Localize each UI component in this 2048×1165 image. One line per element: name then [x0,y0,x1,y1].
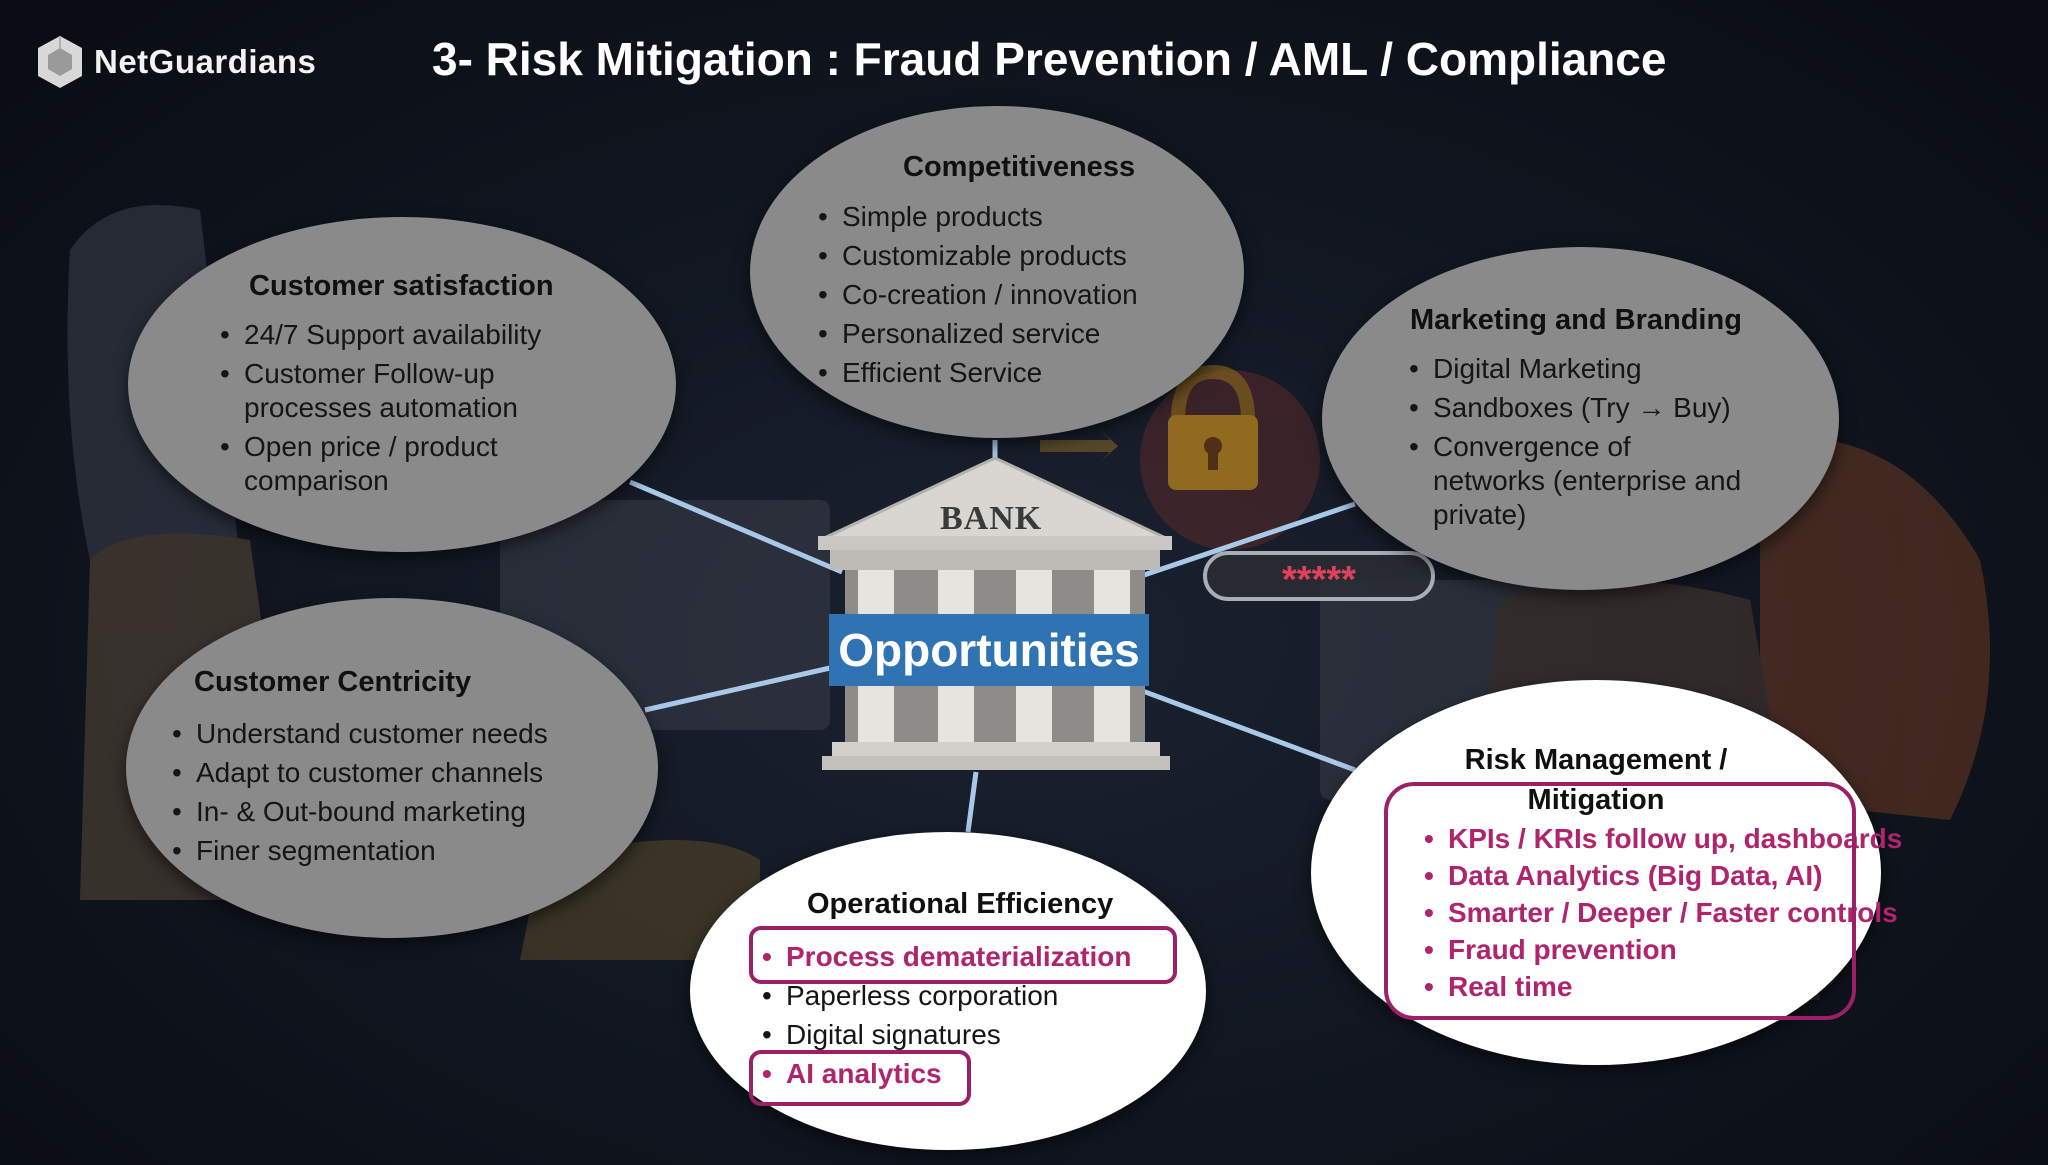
list-item: Understand customer needs [172,714,548,753]
highlight-box-ai-analytics [749,1050,971,1106]
list-customer-centricity: Understand customer needs Adapt to custo… [172,714,548,870]
list-item: Smarter / Deeper / Faster controls [1424,894,1902,931]
list-item: AI analytics [762,1054,1131,1093]
list-competitiveness: Simple products Customizable products Co… [818,197,1138,392]
bank-label: BANK [940,500,1043,537]
list-item: Real time [1424,968,1902,1005]
list-item: Data Analytics (Big Data, AI) [1424,857,1902,894]
connectors [629,440,1356,833]
list-item: Customer Follow-up processes automation [220,357,580,425]
list-item: Process dematerialization [762,937,1131,976]
list-item: Customizable products [818,236,1138,275]
highlight-box-risk [1384,782,1856,1020]
list-item: Fraud prevention [1424,931,1902,968]
padlock-icon [1168,364,1258,490]
list-item: Open price / product comparison [220,430,580,498]
list-item: In- & Out-bound marketing [172,792,548,831]
list-item: Convergence of networks (enterprise and … [1409,430,1749,532]
bubble-title-risk: Risk Management / Mitigation [1464,744,1728,816]
list-operational: Process dematerialization Paperless corp… [762,937,1131,1093]
password-field: ***** [1203,551,1435,601]
list-item: Sandboxes (Try → Buy) [1409,391,1749,425]
list-risk: KPIs / KRIs follow up, dashboards Data A… [1424,820,1902,1005]
bubble-title-competitiveness: Competitiveness [903,151,1136,183]
list-item: KPIs / KRIs follow up, dashboards [1424,820,1902,857]
logo-text: NetGuardians [94,43,317,80]
list-item: Personalized service [818,314,1138,353]
list-customer-satisfaction: 24/7 Support availability Customer Follo… [220,318,580,498]
list-item: Finer segmentation [172,831,548,870]
highlight-box-process-dematerialization [749,926,1177,984]
page-title: 3- Risk Mitigation : Fraud Prevention / … [432,33,1667,85]
list-item: Paperless corporation [762,976,1131,1015]
list-item: Co-creation / innovation [818,275,1138,314]
opportunities-label: Opportunities [829,614,1149,686]
bubble-title-customer-satisfaction: Customer satisfaction [249,270,554,302]
list-item: Adapt to customer channels [172,753,548,792]
logo-hexagon-icon [38,36,82,88]
list-marketing: Digital Marketing Sandboxes (Try → Buy) … [1409,352,1749,532]
bubble-title-operational: Operational Efficiency [807,888,1114,920]
bubble-title-customer-centricity: Customer Centricity [194,666,472,698]
list-item: Digital Marketing [1409,352,1749,386]
bubble-title-marketing: Marketing and Branding [1410,304,1742,336]
list-item: Digital signatures [762,1015,1131,1054]
list-item: Efficient Service [818,353,1138,392]
list-item: 24/7 Support availability [220,318,580,352]
list-item: Simple products [818,197,1138,236]
netguardians-logo: NetGuardians [36,34,316,90]
password-mask: ***** [1282,559,1356,601]
